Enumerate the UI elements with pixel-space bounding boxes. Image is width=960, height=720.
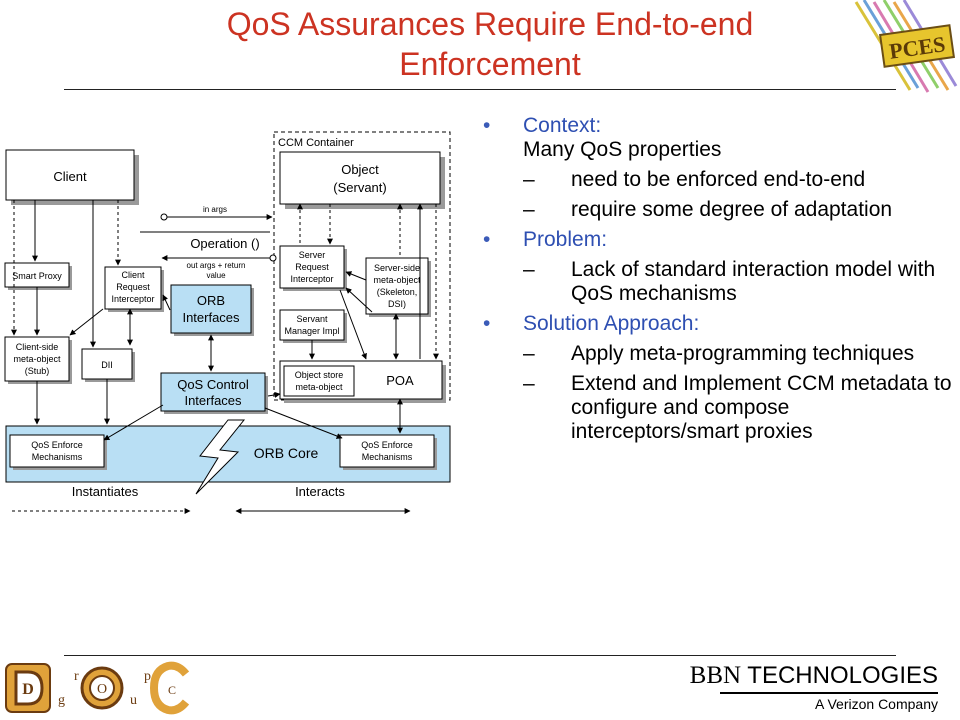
- solution-item-1: – Apply meta-programming techniques: [483, 342, 953, 366]
- bbn-technologies-logo: BBN TECHNOLOGIES A Verizon Company: [690, 662, 950, 716]
- title-line-2: Enforcement: [399, 46, 581, 82]
- poa-label: POA: [386, 373, 414, 388]
- object-store-line-1: Object store: [295, 370, 344, 380]
- operation-label: Operation (): [190, 236, 259, 251]
- technologies-word: TECHNOLOGIES: [747, 662, 938, 689]
- bullet-list: • Context: Many QoS properties – need to…: [483, 108, 953, 444]
- server-meta-line-3: (Skeleton,: [377, 287, 418, 297]
- qos-enforce-left-line-2: Mechanisms: [32, 452, 83, 462]
- orb-core-label: ORB Core: [254, 445, 319, 461]
- object-servant-box: [279, 151, 441, 205]
- servant-manager-line-2: Manager Impl: [284, 326, 339, 336]
- client-interceptor-line-3: Interceptor: [111, 294, 154, 304]
- object-store-line-2: meta-object: [295, 382, 343, 392]
- object-label: Object: [341, 162, 379, 177]
- problem-heading: Problem:: [523, 228, 608, 251]
- bbn-tagline: A Verizon Company: [815, 696, 938, 712]
- client-interceptor-line-1: Client: [121, 270, 145, 280]
- object-store-box: [283, 365, 355, 397]
- client-meta-line-3: (Stub): [25, 366, 50, 376]
- lightning-bolt-icon: [195, 419, 246, 495]
- server-meta-line-2: meta-object: [373, 275, 421, 285]
- orb-interfaces-box: [170, 284, 252, 334]
- qos-enforce-right-box: [339, 434, 435, 468]
- in-args-label: in args: [203, 205, 227, 214]
- servant-label: (Servant): [333, 180, 386, 195]
- pces-logo: PCES: [854, 0, 958, 93]
- ccm-container-label: CCM Container: [278, 137, 354, 149]
- server-interceptor-line-1: Server: [299, 250, 326, 260]
- smart-proxy-label: Smart Proxy: [12, 271, 62, 281]
- qos-enforce-left-box: [9, 434, 105, 468]
- servant-manager-line-1: Servant: [296, 314, 328, 324]
- interacts-label: Interacts: [295, 484, 345, 499]
- footer-divider: [64, 655, 896, 656]
- context-item-2: – require some degree of adaptation: [483, 198, 953, 222]
- client-label: Client: [53, 169, 87, 184]
- bbn-word: BBN: [689, 662, 742, 689]
- title-divider: [64, 89, 896, 90]
- dii-box: [81, 348, 133, 380]
- server-interceptor-line-2: Request: [295, 262, 329, 272]
- qos-enforce-right-line-2: Mechanisms: [362, 452, 413, 462]
- doc-letter-r: r: [74, 669, 79, 684]
- orb-interfaces-line-1: ORB: [197, 293, 225, 308]
- solution-item-2: – Extend and Implement CCM metadata to c…: [483, 372, 953, 444]
- context-item-1: – need to be enforced end-to-end: [483, 168, 953, 192]
- dash-mark: –: [523, 198, 535, 221]
- doc-letter-p: p: [144, 669, 151, 684]
- dash-mark: –: [523, 258, 535, 281]
- context-item-1-text: need to be enforced end-to-end: [571, 168, 866, 191]
- doc-letter-c: C: [168, 683, 176, 697]
- client-meta-line-1: Client-side: [16, 342, 59, 352]
- bullet-dot: •: [483, 114, 491, 137]
- bullet-solution: • Solution Approach:: [483, 312, 953, 336]
- dash-mark: –: [523, 168, 535, 191]
- doc-letter-g: g: [58, 693, 65, 708]
- bullet-problem: • Problem:: [483, 228, 953, 252]
- problem-item-1: – Lack of standard interaction model wit…: [483, 258, 953, 306]
- dash-mark: –: [523, 372, 535, 395]
- qos-control-box: [160, 372, 266, 412]
- instantiates-label: Instantiates: [72, 484, 139, 499]
- title-line-1: QoS Assurances Require End-to-end: [226, 6, 754, 42]
- server-meta-line-1: Server-side: [374, 263, 420, 273]
- out-args-label-2: value: [206, 271, 226, 280]
- client-box: [5, 149, 135, 201]
- solution-item-2-text: Extend and Implement CCM metadata to con…: [571, 372, 952, 443]
- solution-heading: Solution Approach:: [523, 312, 700, 335]
- server-meta-object-box: [365, 257, 429, 315]
- qos-control-line-1: QoS Control: [177, 377, 249, 392]
- doc-letter-o: O: [97, 682, 107, 697]
- bullet-dot: •: [483, 228, 491, 251]
- client-interceptor-box: [104, 266, 162, 310]
- bbn-underline: [720, 692, 938, 694]
- qos-control-line-2: Interfaces: [184, 393, 242, 408]
- client-meta-line-2: meta-object: [13, 354, 61, 364]
- problem-item-1-text: Lack of standard interaction model with …: [571, 258, 936, 305]
- server-interceptor-line-3: Interceptor: [290, 274, 333, 284]
- context-subheading: Many QoS properties: [523, 138, 722, 161]
- solution-item-1-text: Apply meta-programming techniques: [571, 342, 915, 365]
- dash-mark: –: [523, 342, 535, 365]
- bullet-dot: •: [483, 312, 491, 335]
- qos-enforce-right-line-1: QoS Enforce: [361, 440, 413, 450]
- doc-letter-d: D: [22, 681, 34, 698]
- doc-letter-u: u: [130, 693, 137, 708]
- server-interceptor-box: [279, 245, 345, 289]
- dii-label: DII: [101, 360, 113, 370]
- client-meta-object-box: [4, 336, 70, 382]
- context-heading: Context:: [523, 114, 602, 137]
- slide-title: QoS Assurances Require End-to-end Enforc…: [60, 4, 920, 84]
- out-args-label-1: out args + return: [187, 261, 246, 270]
- doc-group-logo: D g r O u p C: [5, 661, 190, 715]
- qos-enforce-left-line-1: QoS Enforce: [31, 440, 83, 450]
- orb-interfaces-line-2: Interfaces: [182, 310, 240, 325]
- client-interceptor-line-2: Request: [116, 282, 150, 292]
- bullet-context: • Context: Many QoS properties: [483, 114, 953, 162]
- qos-architecture-diagram: CCM Container Client Object (Servant) in…: [4, 131, 451, 514]
- bbn-wordmark: BBN TECHNOLOGIES: [690, 662, 938, 690]
- context-item-2-text: require some degree of adaptation: [571, 198, 893, 221]
- server-meta-line-4: DSI): [388, 299, 406, 309]
